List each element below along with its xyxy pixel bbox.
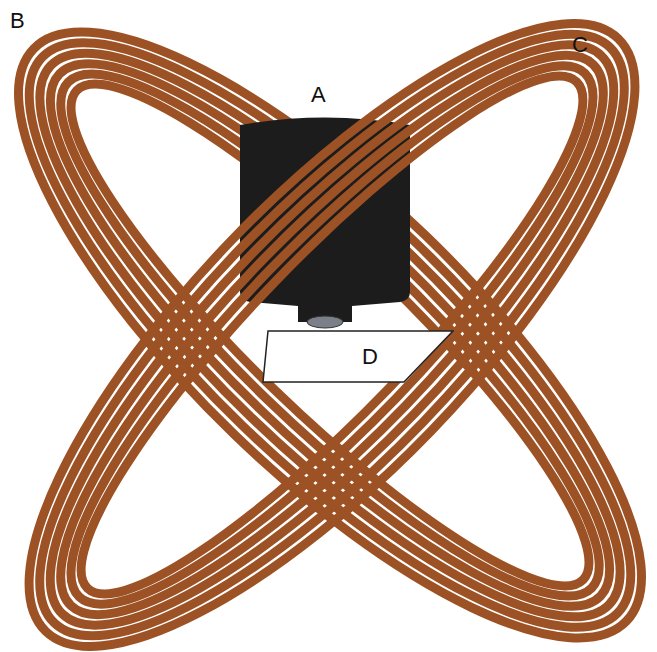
sample-outline [262, 330, 454, 383]
part-label: C [572, 34, 588, 56]
coil-turn [23, 34, 638, 635]
coil-turn [6, 17, 655, 652]
sample-slide: D [262, 330, 454, 383]
part-label: D [362, 346, 378, 368]
coil-turn [31, 28, 632, 643]
part-label: A [311, 84, 326, 106]
part-label: B [10, 10, 25, 32]
coil-turn [14, 11, 649, 652]
